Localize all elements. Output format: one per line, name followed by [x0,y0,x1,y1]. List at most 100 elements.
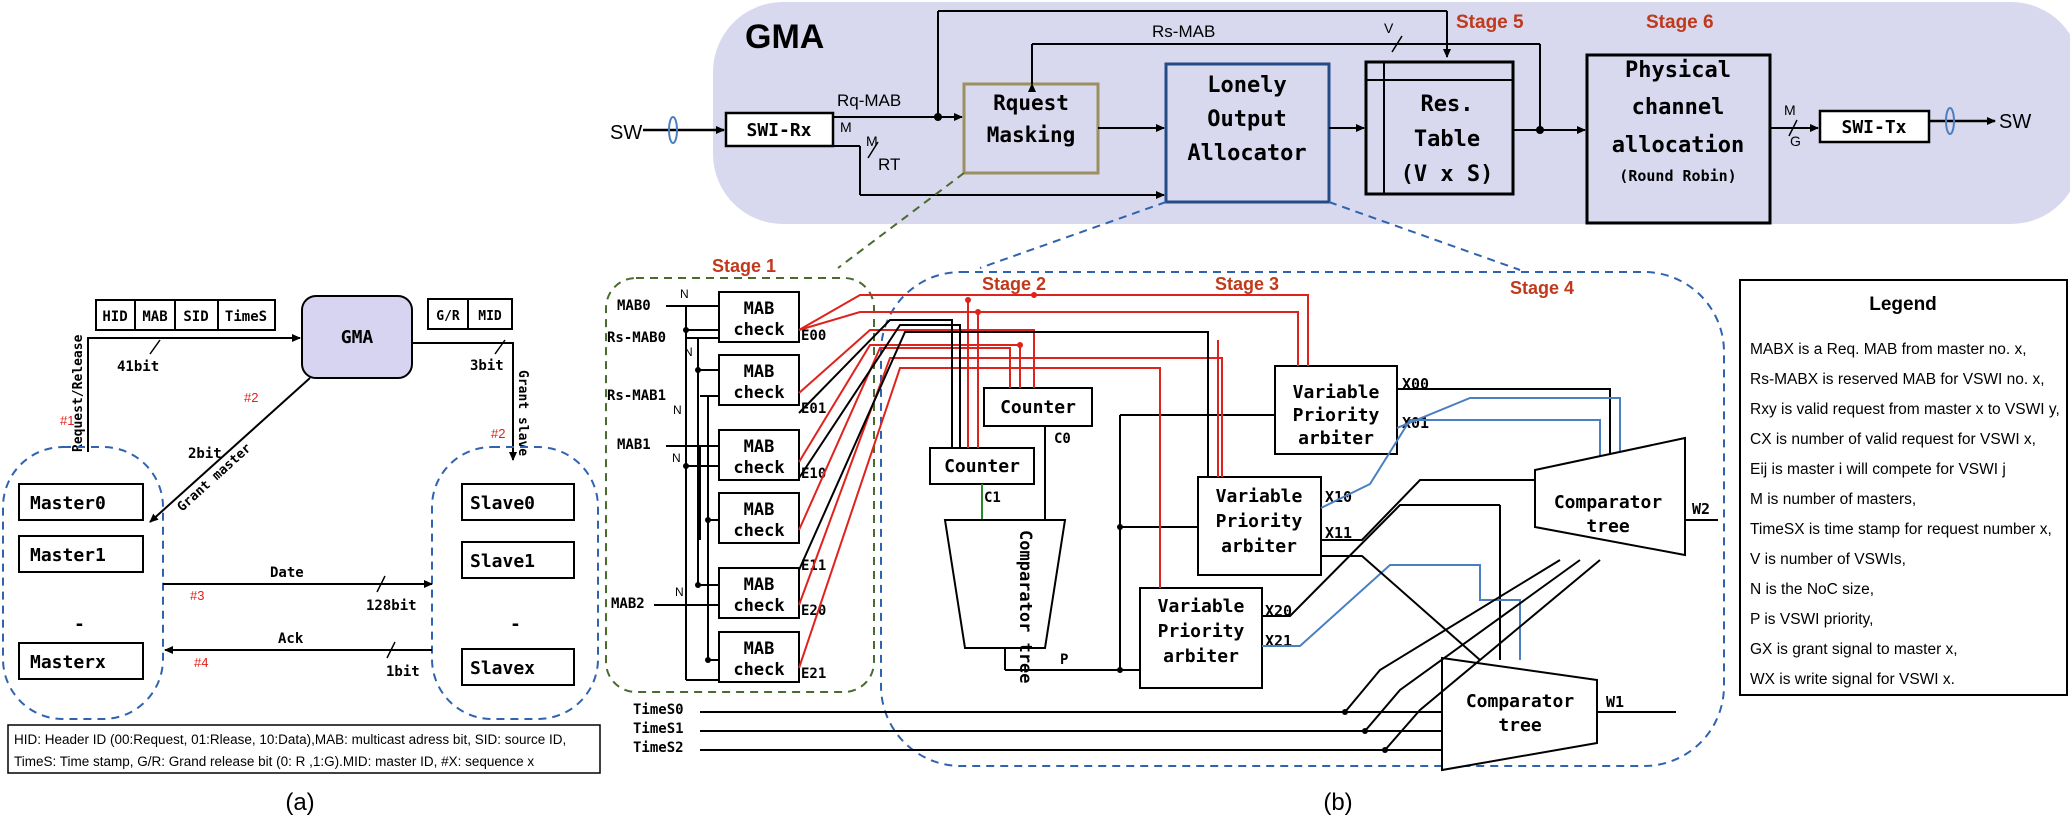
slave-0: Slave0 [470,493,535,514]
svg-text:Stage 3: Stage 3 [1215,274,1279,294]
slave-1: Slave1 [470,551,535,572]
svg-text:Stage 4: Stage 4 [1510,278,1574,298]
svg-text:W2: W2 [1692,500,1710,518]
svg-text:X10: X10 [1325,488,1352,506]
svg-text:N: N [675,585,684,599]
svg-text:E20: E20 [801,603,826,619]
svg-text:M is number of masters,: M is number of masters, [1750,491,1916,508]
sw-out-label: SW [1999,111,2031,133]
svg-text:MAB: MAB [744,362,775,382]
rq-mab-label: Rq-MAB [837,91,901,110]
svg-text:check: check [733,521,784,541]
svg-text:(V x S): (V x S) [1401,162,1494,187]
svg-text:MAB1: MAB1 [617,437,651,453]
counter-c1 [929,447,1035,485]
svg-text:E00: E00 [801,328,826,344]
svg-text:(Round Robin): (Round Robin) [1619,167,1736,185]
svg-text:Stage 1: Stage 1 [712,256,776,276]
svg-text:SID: SID [183,309,208,325]
vpa-0 [1274,365,1398,455]
svg-text:TimeS: TimeS [225,309,267,325]
svg-text:E01: E01 [801,401,826,417]
gma-title: GMA [745,18,824,56]
svg-text:CX is number of valid request: CX is number of valid request for VSWI x… [1750,431,2036,448]
svg-text:tree: tree [1586,516,1630,537]
svg-text:check: check [733,383,784,403]
svg-text:Rs-MABX is reserved MAB for V: Rs-MABX is reserved MAB for VSWI no. x, [1750,371,2045,388]
rs-mab-label: Rs-MAB [1152,22,1215,41]
svg-text:check: check [733,458,784,478]
svg-text:Counter: Counter [944,456,1020,477]
svg-text:P is VSWI priority,: P is VSWI priority, [1750,611,1873,628]
svg-text:MAB: MAB [744,500,775,520]
svg-text:Physical: Physical [1625,58,1731,83]
grant-slave-label: Grant slave [515,370,530,456]
comparator-tree-w1 [1441,656,1598,772]
counter-c0 [983,387,1093,427]
svg-text:Priority: Priority [1158,621,1245,642]
svg-text:X00: X00 [1402,375,1429,393]
svg-text:Allocator: Allocator [1187,141,1306,166]
stage234-region [880,271,1725,767]
swi-tx-label: SWI-Tx [1841,117,1906,138]
svg-text:Output: Output [1207,107,1286,132]
svg-text:TimeS0: TimeS0 [633,702,684,718]
svg-text:Date: Date [270,565,304,581]
svg-text:channel: channel [1632,95,1725,120]
svg-text:V: V [1384,20,1394,36]
stage5-label: Stage 5 [1456,12,1524,33]
svg-text:arbiter: arbiter [1298,428,1374,449]
svg-text:tree: tree [1498,715,1542,736]
res-table-block [1364,60,1515,196]
legend-items: MABX is a Req. MAB from master no. x, Rs… [1750,341,2060,688]
svg-text:Variable: Variable [1216,486,1303,507]
svg-text:Stage 2: Stage 2 [982,274,1046,294]
request-release-label: Request/Release [71,334,86,452]
svg-text:M: M [840,119,852,135]
svg-text:N is the NoC size,: N is the NoC size, [1750,581,1874,598]
svg-text:MAB: MAB [744,437,775,457]
svg-text:Ack: Ack [278,631,304,647]
label-b: (b) [1323,789,1352,816]
svg-text:Counter: Counter [1000,397,1076,418]
svg-text:check: check [733,596,784,616]
svg-text:Comparator: Comparator [1554,492,1663,513]
rt-label: RT [878,155,900,174]
svg-text:TimeSX is time stamp for reque: TimeSX is time stamp for request number … [1750,521,2052,538]
svg-text:Masking: Masking [987,123,1076,147]
svg-text:MAB2: MAB2 [611,596,645,612]
svg-text:arbiter: arbiter [1221,536,1297,557]
svg-text:Priority: Priority [1293,405,1380,426]
svg-text:TimeS1: TimeS1 [633,721,684,737]
svg-text:41bit: 41bit [117,359,159,375]
gma-node [301,295,413,379]
stage6-label: Stage 6 [1646,12,1714,33]
svg-text:G/R: G/R [436,309,460,324]
svg-text:GX is grant signal to master x: GX is grant signal to master x, [1750,641,1958,658]
svg-text:C0: C0 [1054,431,1071,447]
svg-text:#2: #2 [244,390,258,405]
svg-text:3bit: 3bit [470,358,504,374]
svg-text:Variable: Variable [1293,382,1380,403]
svg-text:MABX is a Req. MAB from maste: MABX is a Req. MAB from master no. x, [1750,341,2027,358]
svg-text:X11: X11 [1325,524,1352,542]
svg-text:Rquest: Rquest [993,91,1069,115]
svg-text:N: N [680,287,689,301]
svg-text:arbiter: arbiter [1163,646,1239,667]
svg-text:M: M [866,133,878,149]
svg-text:check: check [733,320,784,340]
comparator-tree-w2 [1534,436,1686,557]
svg-text:MAB: MAB [744,575,775,595]
svg-text:MAB: MAB [744,639,775,659]
svg-text:check: check [733,660,784,680]
svg-text:MID: MID [478,309,502,324]
svg-text:2bit: 2bit [188,446,222,462]
svg-text:Eij is master i will compete: Eij is master i will compete for VSWI j [1750,461,2006,478]
sw-in-label: SW [610,122,642,144]
stage1-region [605,277,875,693]
physical-channel-allocation-block [1585,53,1772,225]
svg-text:Lonely: Lonely [1207,73,1286,98]
svg-text:E21: E21 [801,666,826,682]
svg-text:#1: #1 [60,413,74,428]
